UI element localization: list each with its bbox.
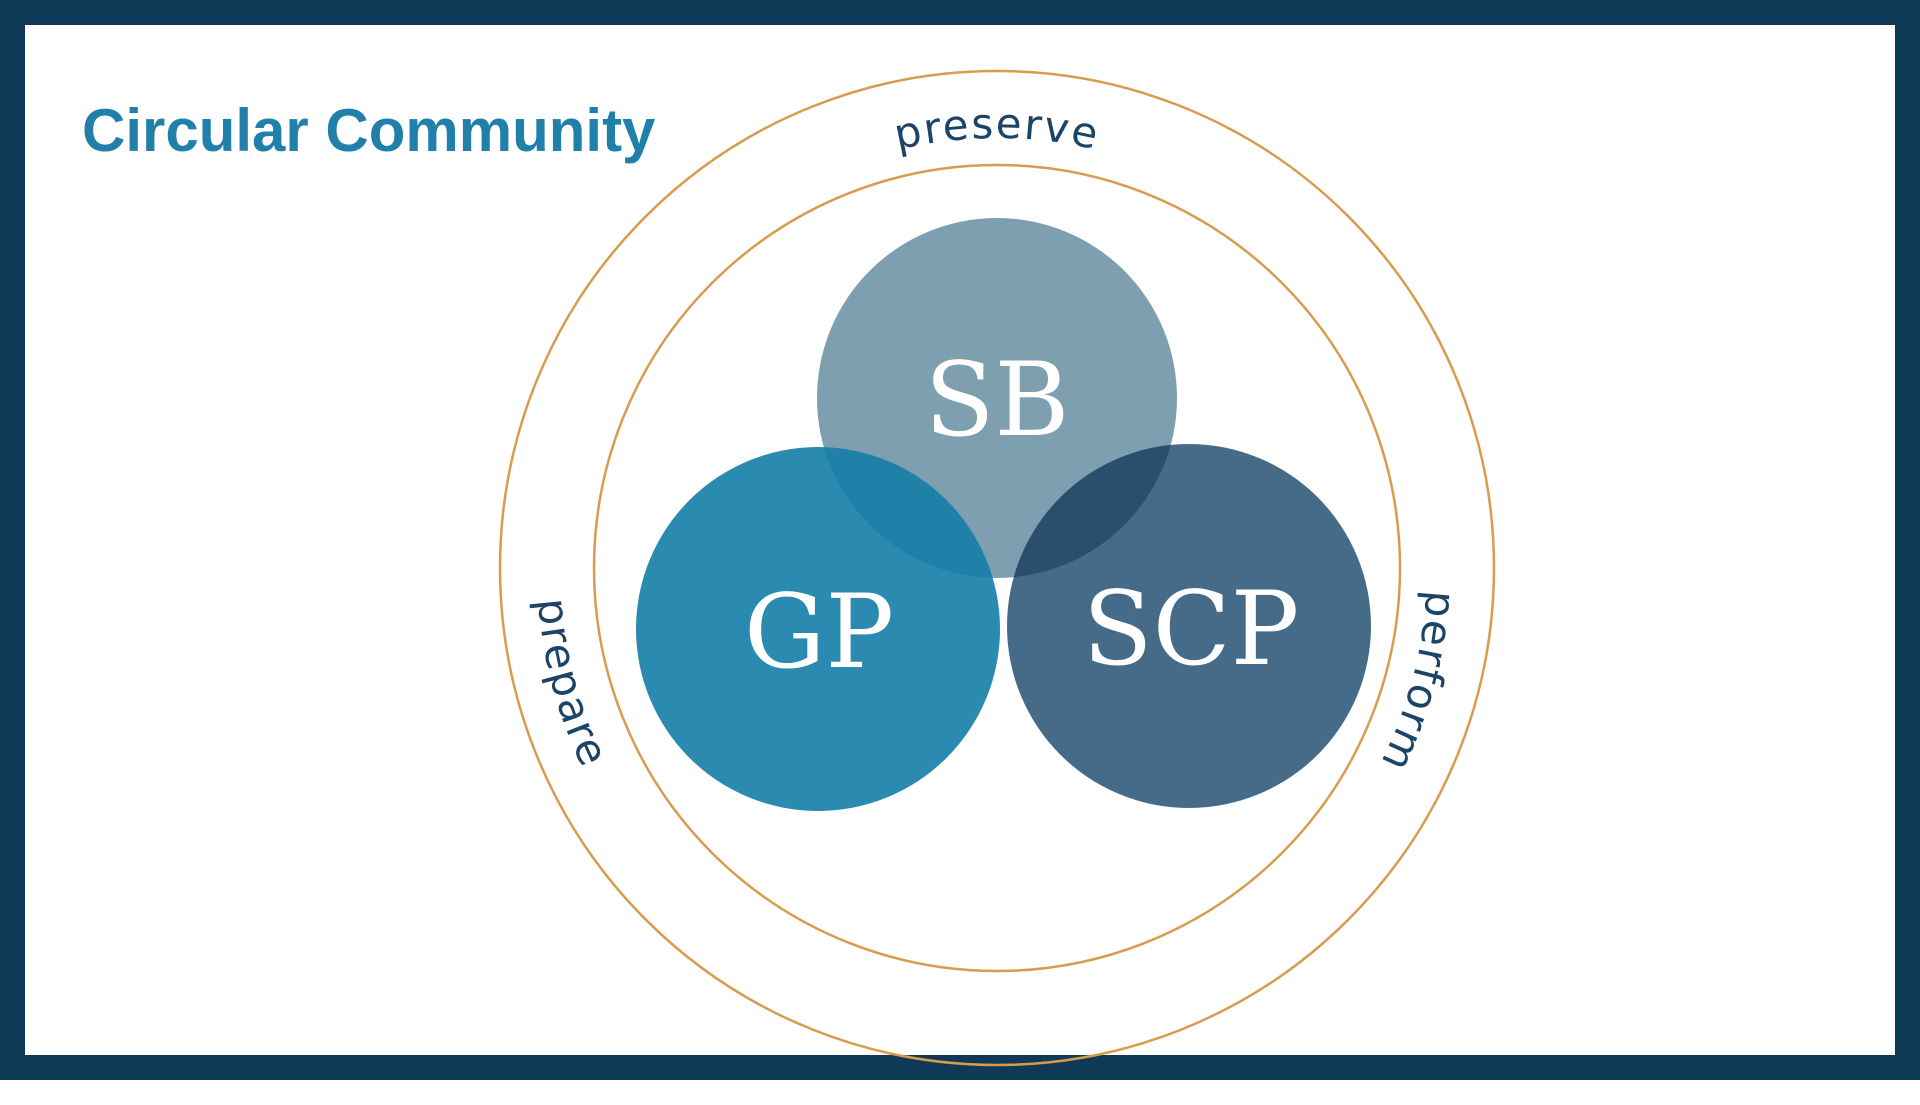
preserve-curved-label: preserve: [890, 99, 1104, 159]
prepare-curved-label: prepare: [528, 596, 619, 775]
page-title: Circular Community: [82, 97, 656, 164]
scp-sb-overlap: [1007, 444, 1177, 578]
outer-ring: [498, 69, 1496, 1067]
circular-community-diagram: SB GP SCP preserve perform prepare: [498, 69, 1496, 1067]
scp-label: SCP: [1083, 570, 1300, 689]
perform-curved-label: perform: [1371, 589, 1465, 780]
sb-label: SB: [925, 341, 1070, 460]
gp-label: GP: [744, 573, 894, 692]
gp-sb-overlap: [817, 447, 1000, 578]
inner-ring: [592, 163, 1402, 973]
slide-frame: Circular Community SB GP SCP: [0, 0, 1920, 1080]
